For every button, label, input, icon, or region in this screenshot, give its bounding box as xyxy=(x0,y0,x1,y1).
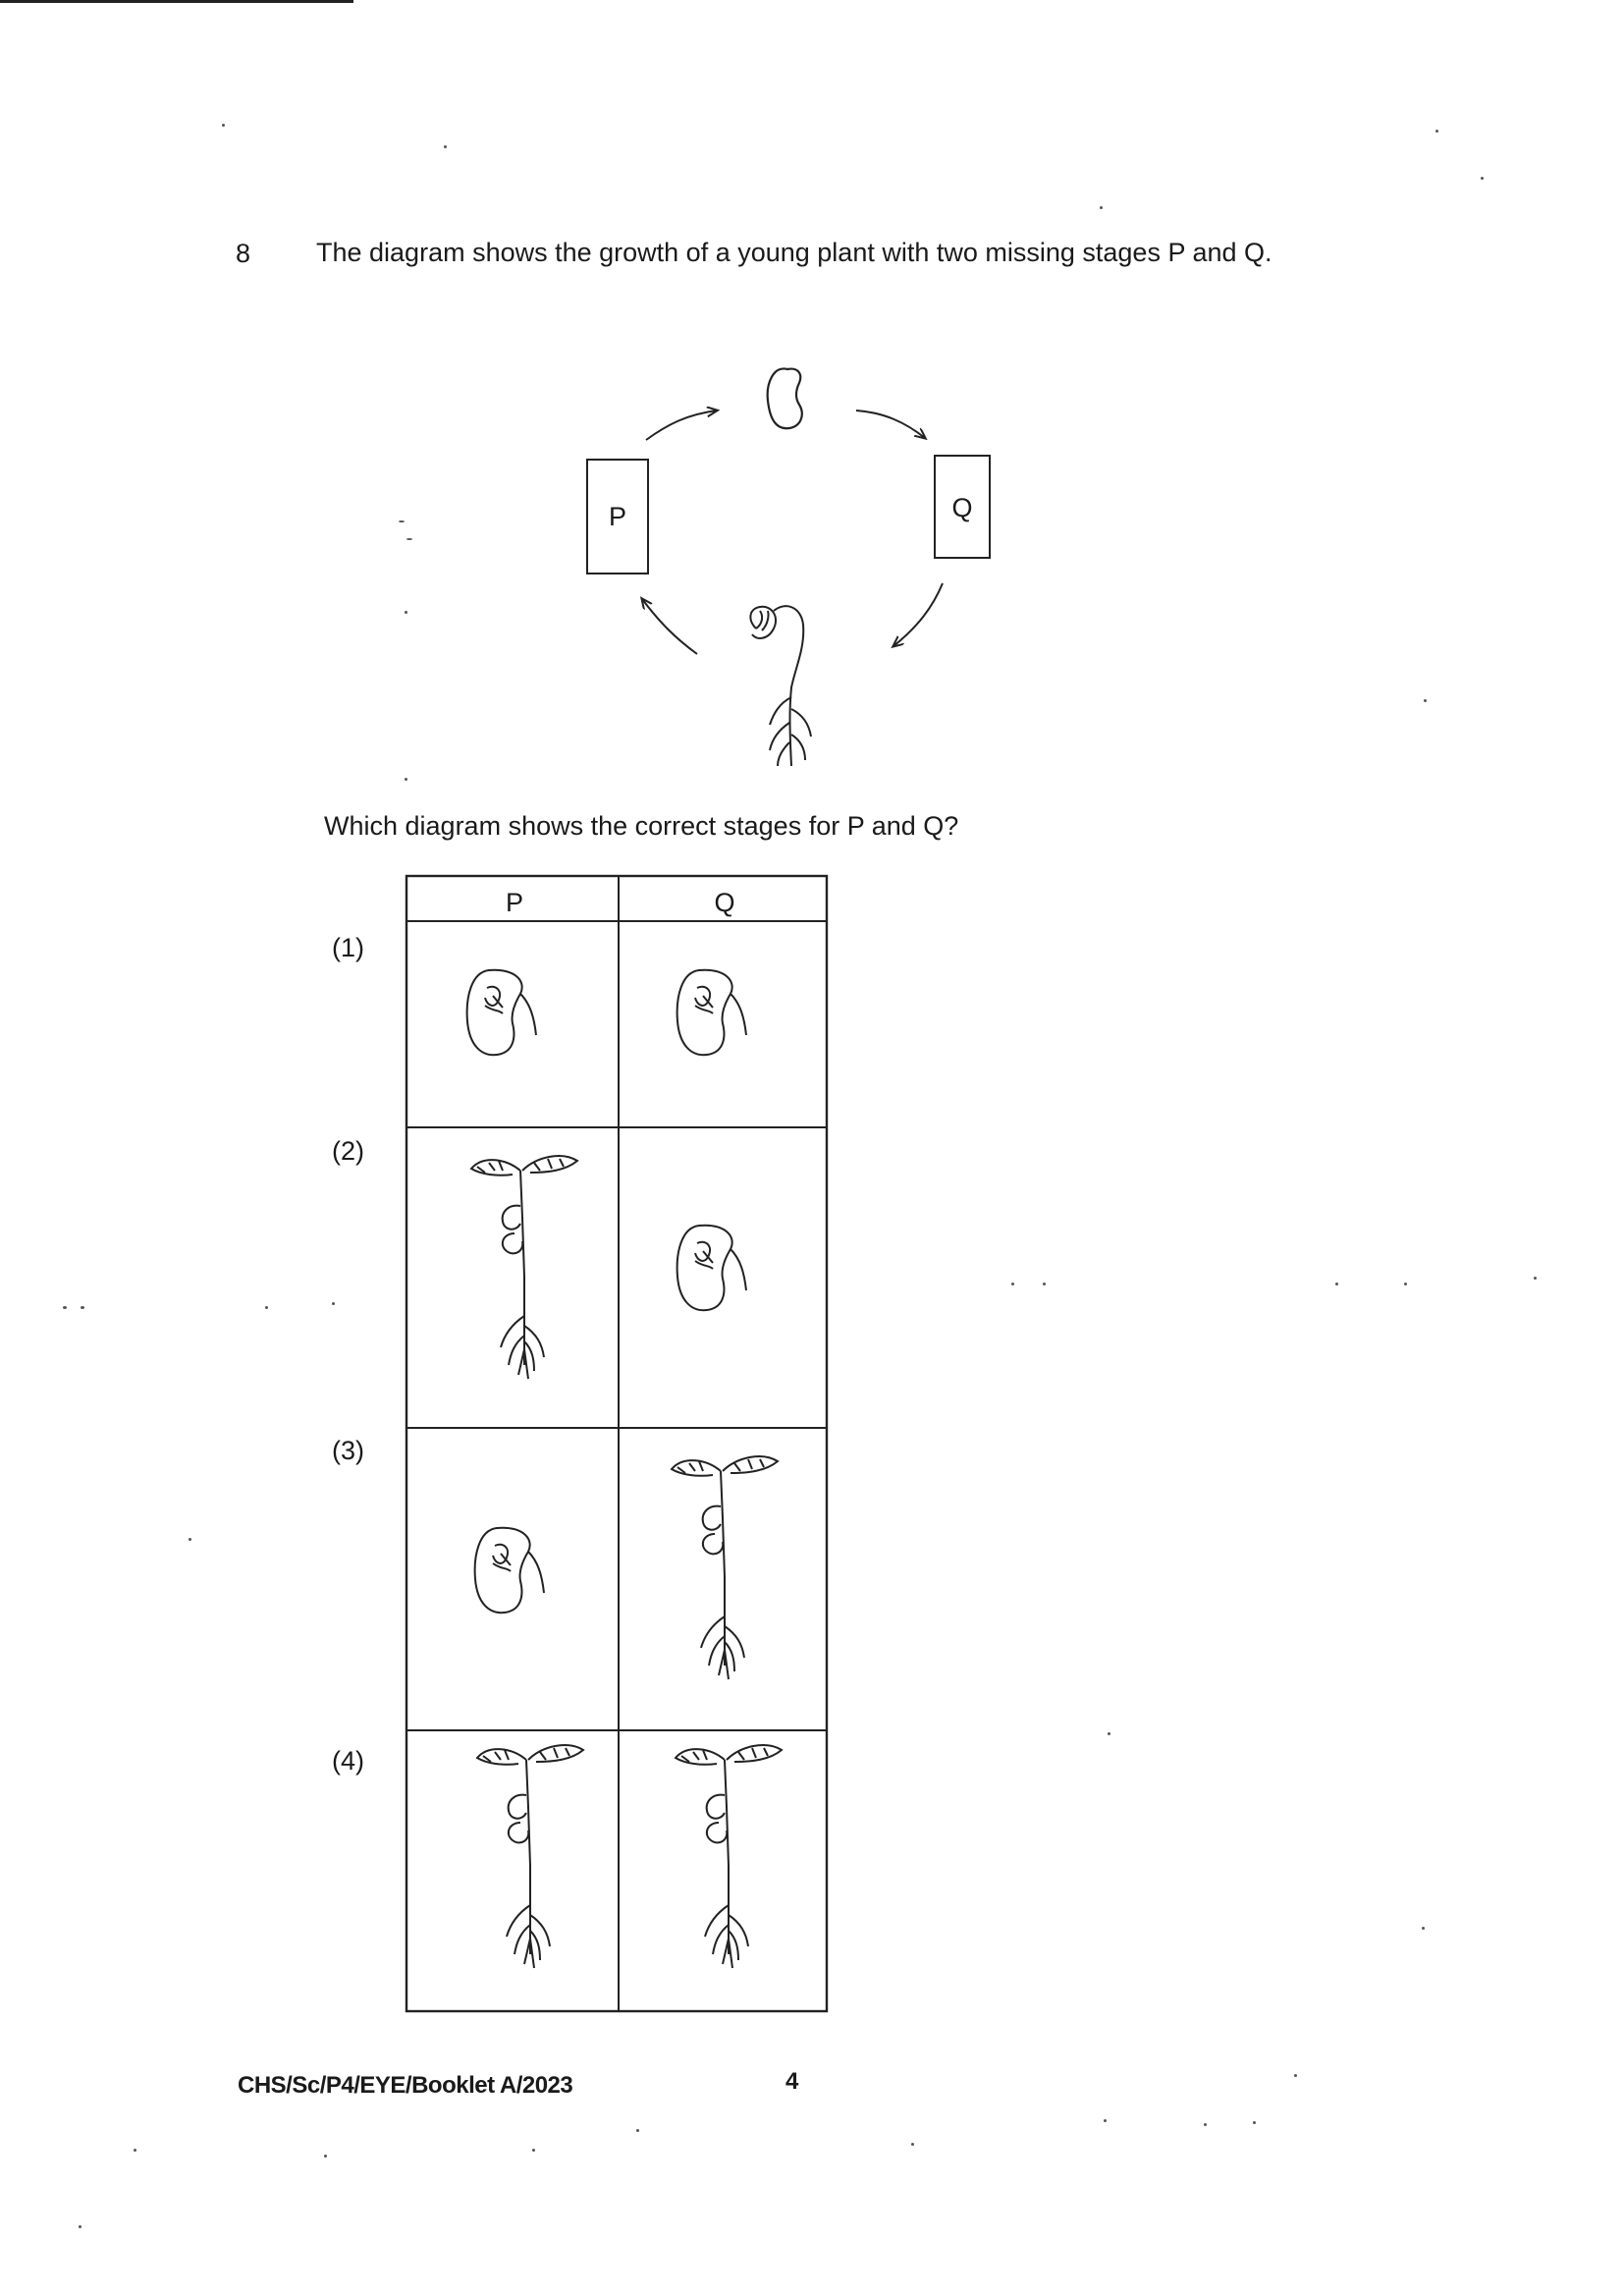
scan-speck xyxy=(405,611,407,614)
seed-icon xyxy=(768,368,802,428)
scan-edge-line xyxy=(0,0,353,3)
scan-speck xyxy=(1435,130,1438,133)
young-plant-icon xyxy=(676,1745,782,1968)
seedling-icon xyxy=(750,606,811,766)
table-header-p: P xyxy=(506,888,523,917)
arrow-p-to-seed xyxy=(646,410,717,440)
scan-speck xyxy=(406,538,412,540)
germinating-seed-icon xyxy=(475,1528,544,1613)
arrow-q-to-seedling xyxy=(893,583,943,646)
scan-speck xyxy=(911,2143,914,2146)
scan-speck xyxy=(1253,2121,1256,2124)
options-table: P Q xyxy=(405,874,856,2023)
scan-speck xyxy=(134,2149,136,2152)
stage-label-q: Q xyxy=(951,493,972,522)
question-number: 8 xyxy=(236,239,250,269)
scan-speck xyxy=(332,1302,335,1305)
scan-speck xyxy=(1534,1277,1537,1280)
scan-speck xyxy=(532,2149,535,2152)
scan-speck xyxy=(405,778,407,781)
young-plant-icon xyxy=(477,1745,583,1968)
young-plant-icon xyxy=(471,1156,577,1379)
stage-box-p: P xyxy=(587,460,648,574)
scan-speck xyxy=(63,1306,67,1309)
stage-box-q: Q xyxy=(935,456,990,558)
germinating-seed-icon xyxy=(467,970,536,1055)
scan-speck xyxy=(1043,1283,1046,1285)
subquestion-text: Which diagram shows the correct stages f… xyxy=(324,811,958,842)
scan-speck xyxy=(79,2225,81,2228)
table-frame xyxy=(406,876,827,2011)
scan-speck xyxy=(81,1306,84,1309)
arrow-seedling-to-p xyxy=(642,599,697,654)
scan-speck xyxy=(1108,1732,1110,1735)
scan-speck xyxy=(1011,1283,1014,1285)
germinating-seed-icon xyxy=(677,1226,746,1310)
scan-speck xyxy=(444,145,447,148)
arrow-seed-to-q xyxy=(856,410,925,438)
young-plant-icon xyxy=(672,1456,778,1679)
scan-speck xyxy=(636,2129,639,2132)
scan-speck xyxy=(1424,699,1427,702)
booklet-code: CHS/Sc/P4/EYE/Booklet A/2023 xyxy=(238,2072,572,2100)
table-header-q: Q xyxy=(714,888,734,917)
scan-speck xyxy=(189,1538,191,1541)
growth-cycle-diagram: P Q xyxy=(383,354,1051,776)
scan-speck xyxy=(265,1306,268,1309)
scan-speck xyxy=(1481,177,1484,180)
scan-speck xyxy=(1404,1283,1407,1285)
scan-speck xyxy=(1104,2119,1107,2122)
scan-speck xyxy=(1294,2074,1297,2077)
scan-speck xyxy=(1100,206,1103,209)
scan-speck xyxy=(222,124,225,127)
scan-speck xyxy=(1335,1283,1338,1285)
scan-speck xyxy=(1204,2123,1207,2126)
page-number: 4 xyxy=(785,2068,798,2096)
option-label[interactable]: (2) xyxy=(332,1136,364,1167)
option-label[interactable]: (4) xyxy=(332,1746,364,1777)
germinating-seed-icon xyxy=(677,970,746,1055)
scan-speck xyxy=(1422,1927,1425,1930)
scan-speck xyxy=(399,520,405,522)
option-label[interactable]: (3) xyxy=(332,1436,364,1466)
stage-label-p: P xyxy=(609,502,626,531)
question-text: The diagram shows the growth of a young … xyxy=(316,230,1337,275)
scan-speck xyxy=(324,2155,327,2158)
option-label[interactable]: (1) xyxy=(332,933,364,963)
